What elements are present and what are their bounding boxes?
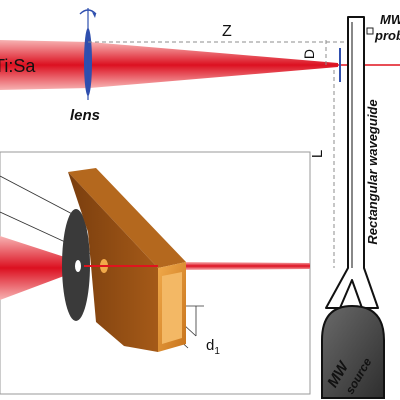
- laser-beam-top: [0, 40, 400, 90]
- d-label: D: [301, 49, 317, 59]
- inset-content: [0, 168, 310, 352]
- probe-label-line1: MW: [380, 12, 400, 27]
- aperture-hole: [75, 260, 81, 272]
- waveguide-label: Rectangular waveguide: [365, 99, 380, 244]
- mw-source: [321, 304, 385, 399]
- mw-source-body: [321, 304, 385, 399]
- probe-label-line2: probe: [374, 28, 400, 43]
- rotation-arrow-icon: [79, 9, 97, 15]
- inset-converging-beam: [0, 236, 80, 300]
- beam-after-lens: [90, 42, 338, 88]
- waveguide-box-inner: [162, 272, 182, 344]
- rectangular-waveguide: [325, 16, 379, 309]
- probe-marker: [366, 27, 374, 35]
- laser-label: Ti:Sa: [0, 56, 36, 76]
- z-label: Z: [222, 23, 232, 40]
- waveguide-box-top: [68, 168, 186, 268]
- d1-subscript: 1: [214, 346, 220, 357]
- waveguide-box-side: [68, 172, 158, 352]
- lens-element: [79, 8, 97, 100]
- d1-base: d: [206, 337, 214, 354]
- beam-before-lens: [0, 40, 90, 90]
- l-label: L: [309, 150, 326, 158]
- d1-label: d1: [206, 337, 220, 357]
- inset-beam-exit: [186, 262, 310, 270]
- lens-label: lens: [70, 107, 100, 124]
- rotation-arrowhead-icon: [92, 12, 96, 18]
